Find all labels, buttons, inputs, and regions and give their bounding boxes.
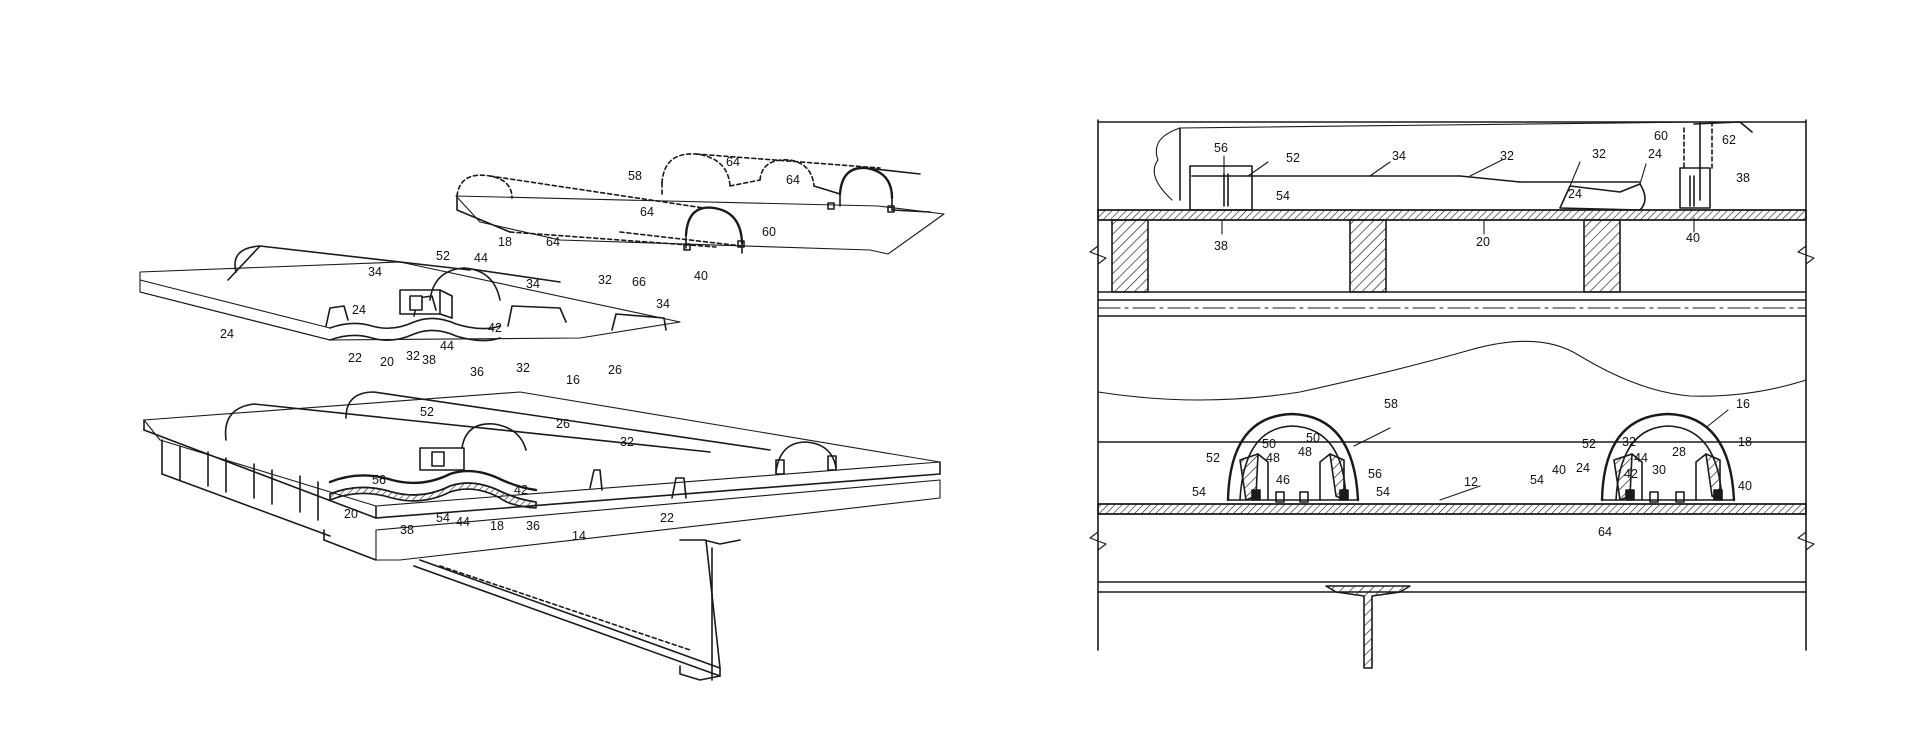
label: 20 xyxy=(344,507,358,521)
label: 52 xyxy=(1206,451,1220,465)
label: 24 xyxy=(1576,461,1590,475)
label: 38 xyxy=(1736,171,1750,185)
label: 38 xyxy=(422,353,436,367)
label: 32 xyxy=(620,435,634,449)
label: 34 xyxy=(526,277,540,291)
label: 52 xyxy=(436,249,450,263)
label: 30 xyxy=(1652,463,1666,477)
label: 18 xyxy=(1738,435,1752,449)
label: 12 xyxy=(1464,475,1478,489)
label: 22 xyxy=(348,351,362,365)
label: 66 xyxy=(632,275,646,289)
right-figure-labels: 60 62 56 52 34 32 32 24 24 38 54 38 20 4… xyxy=(1192,129,1752,539)
label: 56 xyxy=(372,473,386,487)
label: 64 xyxy=(1598,525,1612,539)
lower-section xyxy=(1097,412,1807,669)
label: 60 xyxy=(762,225,776,239)
label: 54 xyxy=(436,511,450,525)
label: 32 xyxy=(1500,149,1514,163)
label: 50 xyxy=(1306,431,1320,445)
label: 26 xyxy=(556,417,570,431)
label: 38 xyxy=(400,523,414,537)
label: 32 xyxy=(1592,147,1606,161)
label: 44 xyxy=(1634,451,1648,465)
label: 48 xyxy=(1266,451,1280,465)
label: 42 xyxy=(488,321,502,335)
label: 32 xyxy=(598,273,612,287)
label: 54 xyxy=(1276,189,1290,203)
label: 22 xyxy=(660,511,674,525)
label: 50 xyxy=(1262,437,1276,451)
label: 36 xyxy=(470,365,484,379)
label: 38 xyxy=(1214,239,1228,253)
label: 64 xyxy=(640,205,654,219)
label: 36 xyxy=(526,519,540,533)
left-figure-labels: 58 64 64 64 64 60 66 40 18 34 52 44 34 3… xyxy=(220,155,800,543)
label: 42 xyxy=(514,483,528,497)
label: 54 xyxy=(1530,473,1544,487)
label: 28 xyxy=(1672,445,1686,459)
label: 52 xyxy=(1286,151,1300,165)
right-figure: 60 62 56 52 34 32 32 24 24 38 54 38 20 4… xyxy=(1089,119,1815,669)
label: 54 xyxy=(1376,485,1390,499)
upper-section xyxy=(1097,121,1807,401)
cover-sheet-58 xyxy=(455,153,945,255)
label: 24 xyxy=(352,303,366,317)
middle-panel xyxy=(139,245,681,342)
label: 56 xyxy=(1214,141,1228,155)
label: 58 xyxy=(628,169,642,183)
label: 64 xyxy=(786,173,800,187)
label: 58 xyxy=(1384,397,1398,411)
label: 24 xyxy=(1648,147,1662,161)
label: 18 xyxy=(498,235,512,249)
label: 44 xyxy=(456,515,470,529)
label: 34 xyxy=(368,265,382,279)
label: 18 xyxy=(490,519,504,533)
label: 14 xyxy=(572,529,586,543)
label: 32 xyxy=(516,361,530,375)
label: 32 xyxy=(406,349,420,363)
label: 44 xyxy=(440,339,454,353)
label: 16 xyxy=(1736,397,1750,411)
label: 40 xyxy=(1738,479,1752,493)
label: 60 xyxy=(1654,129,1668,143)
label: 52 xyxy=(1582,437,1596,451)
label: 26 xyxy=(608,363,622,377)
label: 20 xyxy=(380,355,394,369)
label: 44 xyxy=(474,251,488,265)
label: 48 xyxy=(1298,445,1312,459)
label: 40 xyxy=(694,269,708,283)
label: 64 xyxy=(726,155,740,169)
label: 40 xyxy=(1686,231,1700,245)
label: 34 xyxy=(1392,149,1406,163)
label: 62 xyxy=(1722,133,1736,147)
label: 24 xyxy=(220,327,234,341)
label: 40 xyxy=(1552,463,1566,477)
label: 46 xyxy=(1276,473,1290,487)
label: 54 xyxy=(1192,485,1206,499)
label: 42 xyxy=(1624,467,1638,481)
label: 24 xyxy=(1568,187,1582,201)
label: 52 xyxy=(420,405,434,419)
right-leaders xyxy=(1221,155,1729,501)
label: 32 xyxy=(1622,435,1636,449)
label: 64 xyxy=(546,235,560,249)
label: 56 xyxy=(1368,467,1382,481)
label: 16 xyxy=(566,373,580,387)
label: 34 xyxy=(656,297,670,311)
label: 20 xyxy=(1476,235,1490,249)
lower-deck xyxy=(143,391,941,681)
left-figure: 58 64 64 64 64 60 66 40 18 34 52 44 34 3… xyxy=(139,153,945,681)
